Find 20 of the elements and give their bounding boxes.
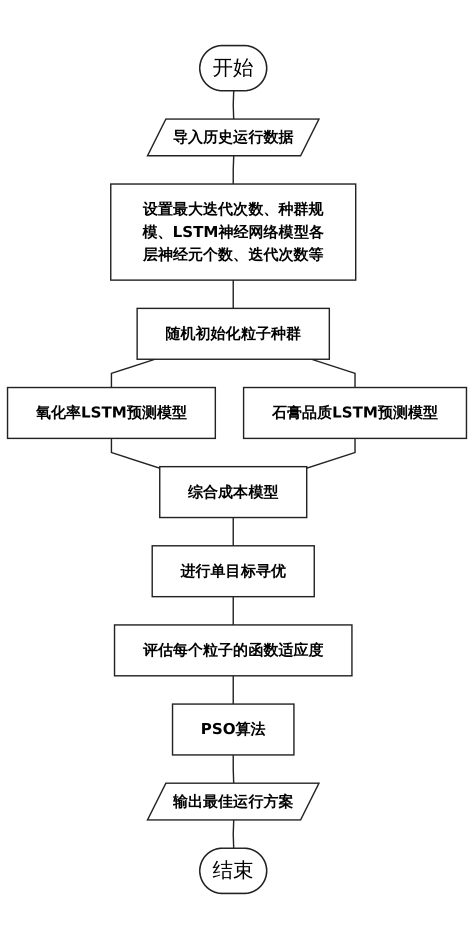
connector [110,358,156,388]
connector [232,596,234,624]
node-box: 氧化率LSTM预测模型 [6,386,216,439]
node-box: 评估每个粒子的函数适应度 [114,624,353,676]
connector [306,438,356,468]
node-box: 设置最大迭代次数、种群规模、LSTM神经网络模型各层神经元个数、迭代次数等 [110,182,356,280]
node-box: 进行单目标寻优 [152,544,315,597]
node-box: 石膏品质LSTM预测模型 [242,386,468,439]
connector [232,675,234,704]
connector [232,280,234,308]
connector [110,438,160,468]
node-box: 综合成本模型 [159,465,308,518]
connector [232,820,234,848]
connector [232,156,234,184]
connector [311,358,356,388]
connector [232,754,234,784]
connector [232,517,234,546]
node-box: 随机初始化粒子种群 [136,307,330,360]
node-box: PSO算法 [172,702,295,756]
connector [232,90,234,120]
